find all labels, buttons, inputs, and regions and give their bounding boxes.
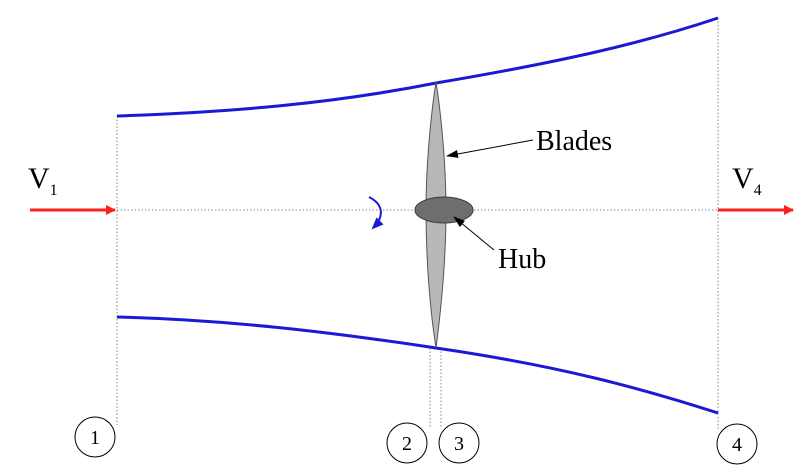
blades-label: Blades — [536, 126, 612, 157]
v1-subscript: 1 — [50, 182, 58, 199]
streamtube-lower-boundary — [116, 315, 719, 415]
station-marker-1: 1 — [74, 416, 116, 458]
station-1-label: 1 — [90, 427, 100, 449]
rotation-arrow-icon — [368, 196, 384, 230]
station-marker-4: 4 — [716, 423, 758, 465]
station-marker-3: 3 — [438, 422, 480, 464]
streamtube-upper-boundary — [116, 16, 719, 118]
station-2-label: 2 — [402, 433, 412, 455]
blades-leader-line — [446, 139, 534, 158]
v4-subscript: 4 — [754, 182, 762, 199]
hub-label: Hub — [498, 244, 546, 275]
hub-leader-line — [453, 216, 495, 251]
v1-label: V1 — [28, 162, 58, 199]
station-4-label: 4 — [732, 434, 742, 456]
v4-label: V4 — [732, 162, 762, 199]
station-marker-2: 2 — [386, 422, 428, 464]
hub — [414, 196, 474, 224]
station-guide-lines — [116, 18, 719, 430]
station-3-label: 3 — [454, 433, 464, 455]
